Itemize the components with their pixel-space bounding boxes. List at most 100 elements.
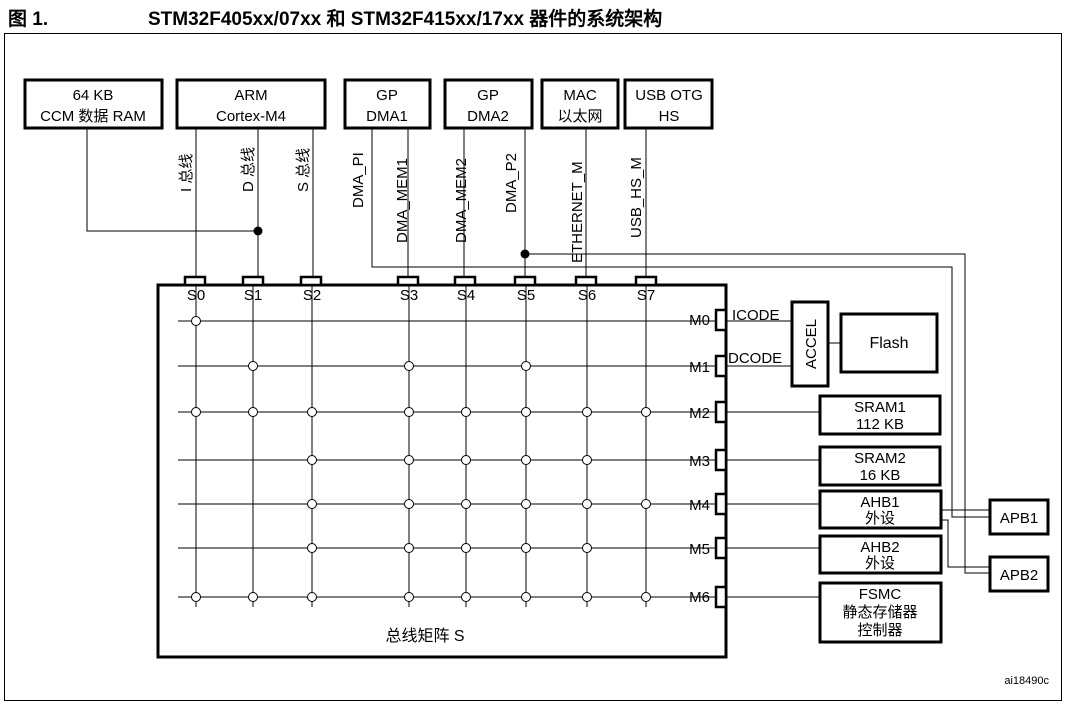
usb-label-line2: HS — [659, 108, 680, 125]
junction-m6-s3 — [404, 592, 414, 602]
master-port-labels: M0 M1 M2 M3 M4 M5 M6 — [689, 312, 710, 606]
junction-m6-s2 — [307, 592, 317, 602]
mac-label-line1: MAC — [563, 87, 597, 104]
figure-id: ai18490c — [1004, 675, 1049, 687]
junction-m6-s6 — [582, 592, 592, 602]
figure-title: STM32F405xx/07xx 和 STM32F415xx/17xx 器件的系… — [148, 9, 663, 30]
port-tab-s5 — [513, 275, 537, 287]
junction-m3-s6 — [582, 455, 592, 465]
sram2-box: SRAM2 16 KB — [818, 445, 942, 487]
bus-label-ibus: I 总线 — [178, 154, 195, 192]
port-tab-m1 — [714, 354, 728, 378]
dma-p2-junction-dot — [520, 249, 530, 259]
fsmc-label-line3: 控制器 — [857, 622, 902, 639]
ccm-label-line2: CCM 数据 RAM — [40, 108, 146, 125]
port-tab-s0 — [183, 275, 207, 287]
master-box-dma2: GP DMA2 — [443, 78, 534, 130]
port-label-m1: M1 — [689, 359, 710, 376]
sram2-label-line2: 16 KB — [860, 467, 901, 484]
port-label-s6: S6 — [578, 287, 596, 304]
sram1-box: SRAM1 112 KB — [818, 394, 942, 436]
dma2-label-line2: DMA2 — [467, 108, 509, 125]
bus-wires — [86, 128, 990, 574]
ahb1-apb2-wire — [941, 519, 990, 568]
apb1-box: APB1 — [988, 498, 1050, 536]
port-label-s2: S2 — [303, 287, 321, 304]
junction-m2-s5 — [521, 407, 531, 417]
ahb1-label-line2: 外设 — [865, 510, 895, 527]
master-box-ccm: 64 KB CCM 数据 RAM — [23, 78, 164, 130]
port-tab-m0 — [714, 308, 728, 332]
sram2-label-line1: SRAM2 — [854, 450, 906, 467]
dcode-label: DCODE — [728, 350, 782, 367]
junction-m4-s3 — [404, 499, 414, 509]
junction-m2-s2 — [307, 407, 317, 417]
icode-label: ICODE — [732, 307, 780, 324]
bus-label-usb: USB_HS_M — [628, 157, 645, 238]
junction-m4-s5 — [521, 499, 531, 509]
sram1-label-line1: SRAM1 — [854, 399, 906, 416]
port-label-s1: S1 — [244, 287, 262, 304]
bus-label-dbus: D 总线 — [240, 147, 257, 192]
port-label-s3: S3 — [400, 287, 418, 304]
junction-m4-s7 — [641, 499, 651, 509]
matrix-junctions — [191, 316, 651, 602]
flash-box: Flash — [839, 312, 939, 374]
ccm-label-line1: 64 KB — [73, 87, 114, 104]
junction-m3-s2 — [307, 455, 317, 465]
master-box-usb: USB OTG HS — [623, 78, 714, 130]
arm-label-line1: ARM — [234, 87, 267, 104]
bus-labels: I 总线 D 总线 S 总线 DMA_PI DMA_MEM1 DMA_MEM2 … — [178, 147, 645, 263]
port-label-s0: S0 — [187, 287, 205, 304]
port-tab-s3 — [396, 275, 420, 287]
junction-m2-s7 — [641, 407, 651, 417]
port-label-m5: M5 — [689, 541, 710, 558]
apb1-label: APB1 — [1000, 510, 1038, 527]
slave-port-labels: S0 S1 S2 S3 S4 S5 S6 S7 — [187, 287, 655, 304]
junction-m5-s5 — [521, 543, 531, 553]
junction-m6-s1 — [248, 592, 258, 602]
port-tab-s4 — [453, 275, 477, 287]
ahb1-box: AHB1 外设 — [818, 489, 943, 530]
bus-matrix-label: 总线矩阵 S — [385, 627, 464, 645]
bus-label-dma-pi: DMA_PI — [350, 152, 367, 208]
port-label-s5: S5 — [517, 287, 535, 304]
master-box-mac: MAC 以太网 — [540, 78, 620, 130]
port-label-s4: S4 — [457, 287, 475, 304]
port-tab-s1 — [241, 275, 265, 287]
junction-m4-s2 — [307, 499, 317, 509]
port-label-s7: S7 — [637, 287, 655, 304]
junction-m5-s2 — [307, 543, 317, 553]
arm-label-line2: Cortex-M4 — [216, 108, 286, 125]
apb2-label: APB2 — [1000, 567, 1038, 584]
junction-m1-s1 — [248, 361, 258, 371]
mac-label-line2: 以太网 — [557, 108, 602, 125]
ahb1-label-line1: AHB1 — [860, 494, 899, 511]
bus-label-dma-mem2: DMA_MEM2 — [453, 158, 470, 243]
slave-wires — [726, 320, 841, 598]
junction-m5-s4 — [461, 543, 471, 553]
junction-m0-s0 — [191, 316, 201, 326]
dma1-label-line2: DMA1 — [366, 108, 408, 125]
bus-label-dma-mem1: DMA_MEM1 — [394, 158, 411, 243]
ahb2-box: AHB2 外设 — [818, 534, 943, 575]
junction-m2-s4 — [461, 407, 471, 417]
figure-frame — [4, 33, 1062, 701]
port-label-m6: M6 — [689, 589, 710, 606]
junction-m2-s3 — [404, 407, 414, 417]
junction-m2-s1 — [248, 407, 258, 417]
slave-port-tabs — [183, 275, 658, 287]
port-label-m0: M0 — [689, 312, 710, 329]
port-tab-s7 — [634, 275, 658, 287]
junction-m3-s3 — [404, 455, 414, 465]
dma2-label-line1: GP — [477, 87, 499, 104]
port-tab-s2 — [299, 275, 323, 287]
ccm-bus-wire — [86, 128, 258, 232]
junction-m3-s5 — [521, 455, 531, 465]
junction-m6-s4 — [461, 592, 471, 602]
junction-m6-s5 — [521, 592, 531, 602]
bus-matrix-box — [156, 283, 728, 659]
junction-m1-s5 — [521, 361, 531, 371]
